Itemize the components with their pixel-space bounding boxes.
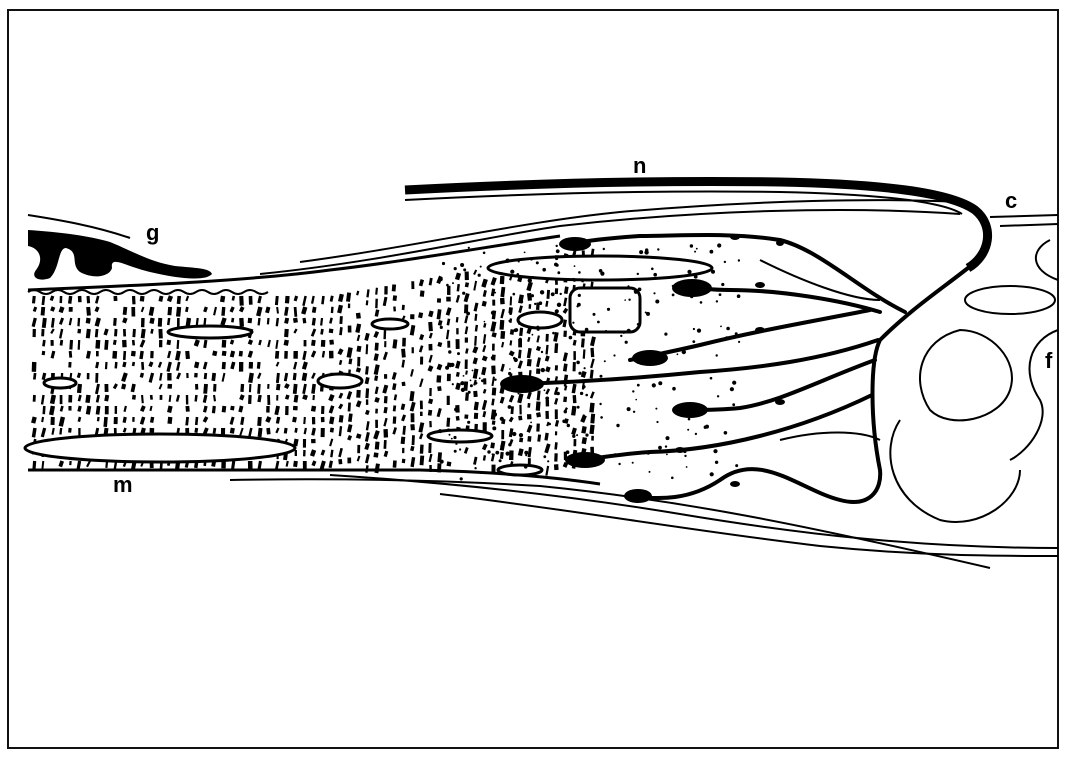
cell-f [760,240,1058,522]
label-m: m [113,474,133,496]
nerve-n [405,181,988,268]
label-g: g [146,222,159,244]
fiber-nuclei [25,256,712,475]
glia-g [28,215,212,280]
label-c: c [1005,190,1017,212]
label-f: f [1045,350,1052,372]
label-n: n [633,155,646,177]
